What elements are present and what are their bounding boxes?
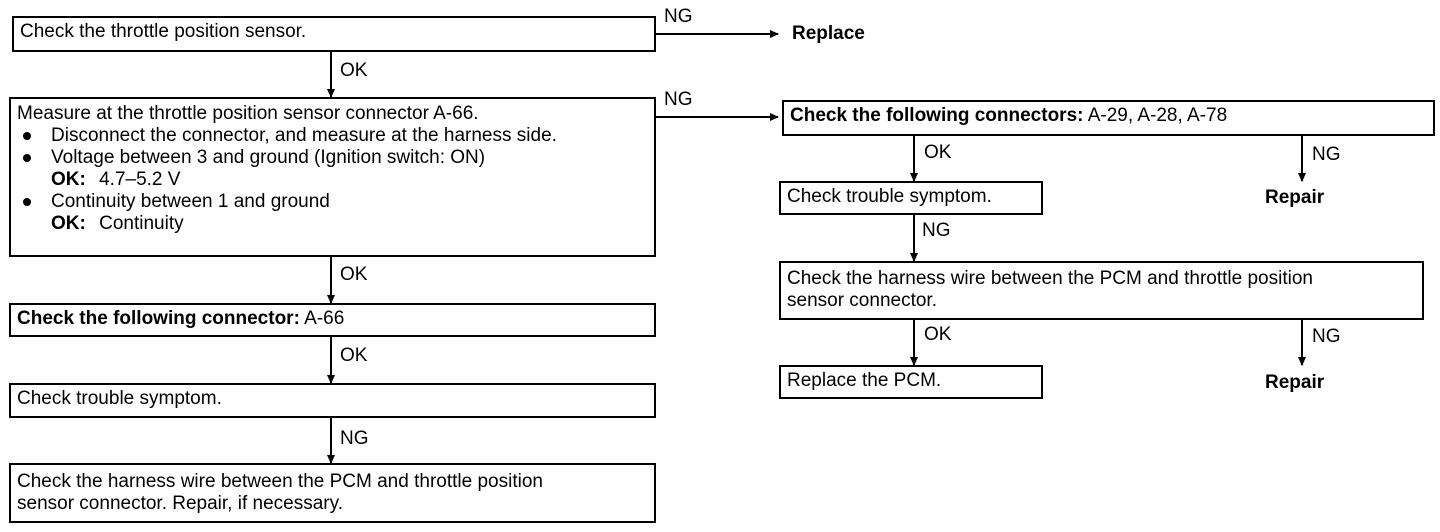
bullet-voltage: Voltage between 3 and ground (Ignition s… (17, 147, 648, 169)
repair-outcome-bottom: Repair (1265, 372, 1325, 393)
bullet-dot (23, 132, 31, 140)
right-harness-line2: sensor connector. (787, 290, 937, 311)
voltage-ok-row: OK: 4.7–5.2 V (17, 169, 648, 191)
check-harness-line2: sensor connector. Repair, if necessary. (17, 493, 343, 514)
replace-pcm-text: Replace the PCM. (787, 370, 942, 391)
check-connector-value: A-66 (304, 308, 345, 329)
ng-label-mid: NG (664, 89, 693, 110)
right-check-harness-box: Check the harness wire between the PCM a… (779, 261, 1424, 320)
ok-label-2: OK (340, 264, 368, 285)
replace-pcm-box: Replace the PCM. (779, 365, 1043, 399)
ng-label-r3: NG (1312, 326, 1341, 347)
bullet-voltage-text: Voltage between 3 and ground (Ignition s… (51, 147, 486, 168)
bullet-continuity-text: Continuity between 1 and ground (51, 191, 330, 212)
measure-connector-box: Measure at the throttle position sensor … (9, 97, 656, 257)
check-symptom-box: Check trouble symptom. (9, 383, 656, 418)
bullet-dot (23, 198, 31, 206)
check-connectors-bold: Check the following connectors: (790, 105, 1084, 126)
ng-label-r1: NG (1312, 144, 1341, 165)
replace-outcome: Replace (792, 23, 865, 44)
repair-outcome-top: Repair (1265, 187, 1325, 208)
ok-label-3: OK (340, 345, 368, 366)
bullet-disconnect-text: Disconnect the connector, and measure at… (51, 125, 557, 146)
check-tps-box: Check the throttle position sensor. (12, 16, 656, 52)
check-tps-text: Check the throttle position sensor. (20, 21, 307, 42)
bullet-continuity: Continuity between 1 and ground (17, 191, 648, 213)
check-connector-bold: Check the following connector: (17, 308, 300, 329)
right-check-symptom-text: Check trouble symptom. (787, 186, 992, 207)
voltage-ok-value: 4.7–5.2 V (99, 169, 181, 190)
check-harness-line1: Check the harness wire between the PCM a… (17, 471, 543, 492)
ok-label-1: OK (340, 60, 368, 81)
ng-label-r2: NG (922, 220, 951, 241)
right-check-symptom-box: Check trouble symptom. (779, 181, 1043, 215)
continuity-ok-row: OK: Continuity (17, 213, 648, 235)
check-connectors-box: Check the following connectors: A-29, A-… (782, 100, 1435, 136)
measure-title: Measure at the throttle position sensor … (17, 103, 479, 124)
ok-label-r1: OK (924, 142, 952, 163)
check-harness-box: Check the harness wire between the PCM a… (9, 463, 656, 523)
right-harness-line1: Check the harness wire between the PCM a… (787, 268, 1313, 289)
check-connectors-value: A-29, A-28, A-78 (1087, 105, 1228, 126)
bullet-disconnect: Disconnect the connector, and measure at… (17, 125, 648, 147)
check-connector-box: Check the following connector: A-66 (9, 303, 656, 337)
ok-label: OK: (51, 213, 86, 234)
continuity-ok-value: Continuity (99, 213, 184, 234)
check-symptom-text: Check trouble symptom. (17, 388, 222, 409)
bullet-dot (23, 154, 31, 162)
ok-label: OK: (51, 169, 86, 190)
ok-label-r3: OK (924, 324, 952, 345)
ng-label-top: NG (664, 6, 693, 27)
ng-label-4: NG (340, 428, 369, 449)
